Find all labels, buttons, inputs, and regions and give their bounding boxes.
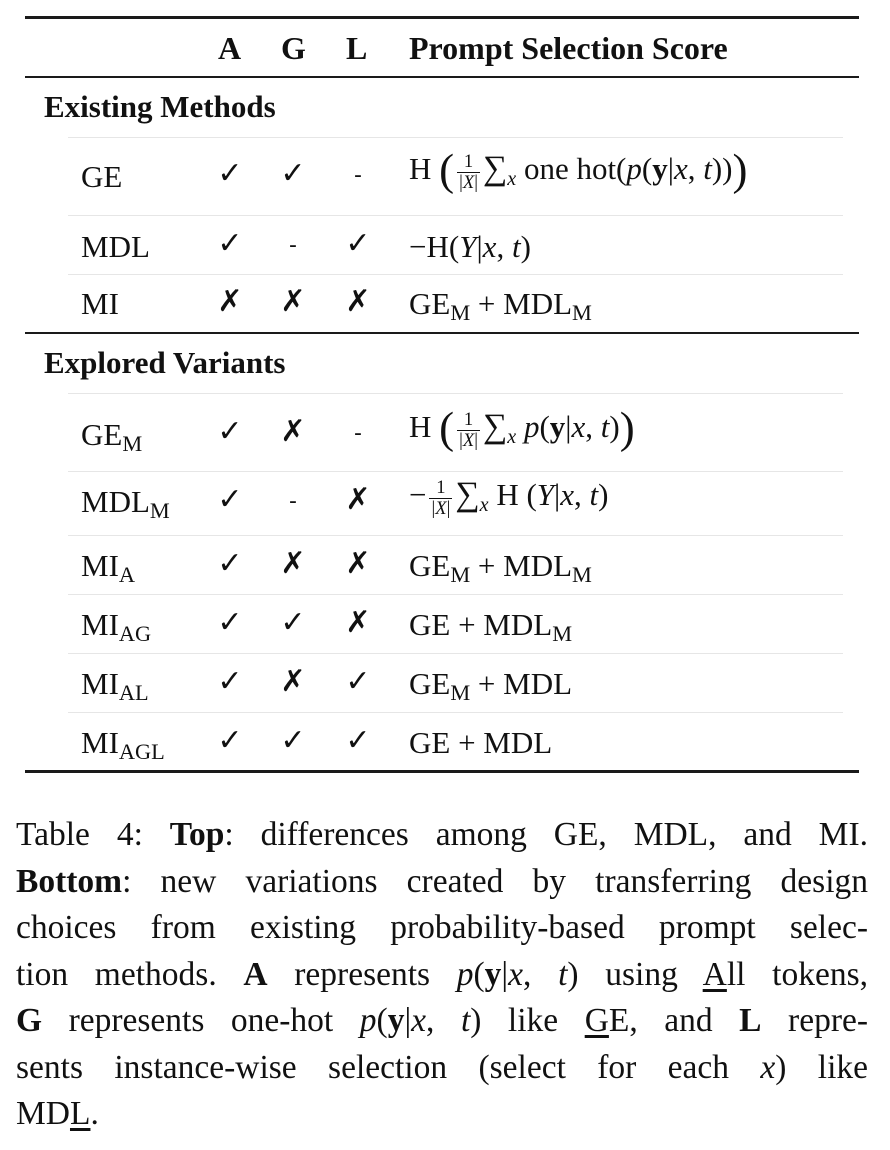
top-rule: [25, 16, 859, 19]
row-separator: [68, 393, 843, 394]
method-name: MIA: [81, 548, 136, 588]
column-header-l: L: [346, 30, 368, 66]
score-formula: H (1|X|∑x p(y|x, t)): [409, 402, 635, 453]
method-name: MDLM: [81, 484, 170, 524]
column-header-g: G: [281, 30, 306, 66]
check-l: ✓: [345, 723, 371, 758]
method-name: MIAG: [81, 607, 152, 647]
check-a: ✓: [217, 156, 243, 191]
method-name: GE: [81, 159, 123, 194]
cross-a: ✗: [217, 284, 243, 319]
section-rule: [25, 332, 859, 334]
score-formula: GEM + MDLM: [409, 548, 592, 588]
check-a: ✓: [217, 605, 243, 640]
header-rule: [25, 76, 859, 78]
cross-l: ✗: [345, 284, 371, 319]
cross-l: ✗: [345, 546, 371, 581]
row-separator: [68, 471, 843, 472]
check-a: ✓: [217, 482, 243, 517]
check-l: ✓: [345, 664, 371, 699]
check-a: ✓: [217, 226, 243, 261]
check-g: ✓: [280, 723, 306, 758]
score-formula: H (1|X|∑x one hot(p(y|x, t))): [409, 144, 748, 195]
check-g: ✓: [280, 156, 306, 191]
column-header-score: Prompt Selection Score: [409, 30, 728, 66]
score-formula: −1|X|∑x H (Y|x, t): [409, 476, 609, 519]
method-name: MI: [81, 286, 119, 321]
check-a: ✓: [217, 664, 243, 699]
row-separator: [68, 137, 843, 138]
section-title: Existing Methods: [44, 89, 276, 124]
bottom-rule: [25, 770, 859, 773]
score-formula: −H(Y|x, t): [409, 229, 531, 264]
row-separator: [68, 215, 843, 216]
method-name: MIAGL: [81, 725, 165, 765]
row-separator: [68, 712, 843, 713]
check-l: -: [354, 421, 362, 446]
score-formula: GE + MDLM: [409, 607, 573, 647]
score-formula: GE + MDL: [409, 725, 553, 760]
check-g: ✓: [280, 605, 306, 640]
check-l: -: [354, 163, 362, 188]
check-a: ✓: [217, 414, 243, 449]
row-separator: [68, 535, 843, 536]
score-formula: GEM + MDL: [409, 666, 573, 706]
column-header-a: A: [218, 30, 242, 66]
check-a: ✓: [217, 546, 243, 581]
check-g: -: [289, 489, 297, 514]
check-g: -: [289, 233, 297, 258]
method-name: MIAL: [81, 666, 149, 706]
check-a: ✓: [217, 723, 243, 758]
cross-l: ✗: [345, 605, 371, 640]
cross-g: ✗: [280, 546, 306, 581]
cross-l: ✗: [345, 482, 371, 517]
check-l: ✓: [345, 226, 371, 261]
row-separator: [68, 594, 843, 595]
cross-g: ✗: [280, 664, 306, 699]
table-caption: Table 4: Top: differences among GE, MDL,…: [16, 816, 869, 1132]
method-name: MDL: [81, 229, 150, 264]
cross-g: ✗: [280, 284, 306, 319]
score-formula: GEM + MDLM: [409, 286, 592, 326]
method-name: GEM: [81, 417, 143, 457]
row-separator: [68, 274, 843, 275]
section-title: Explored Variants: [44, 345, 286, 380]
cross-g: ✗: [280, 414, 306, 449]
row-separator: [68, 653, 843, 654]
